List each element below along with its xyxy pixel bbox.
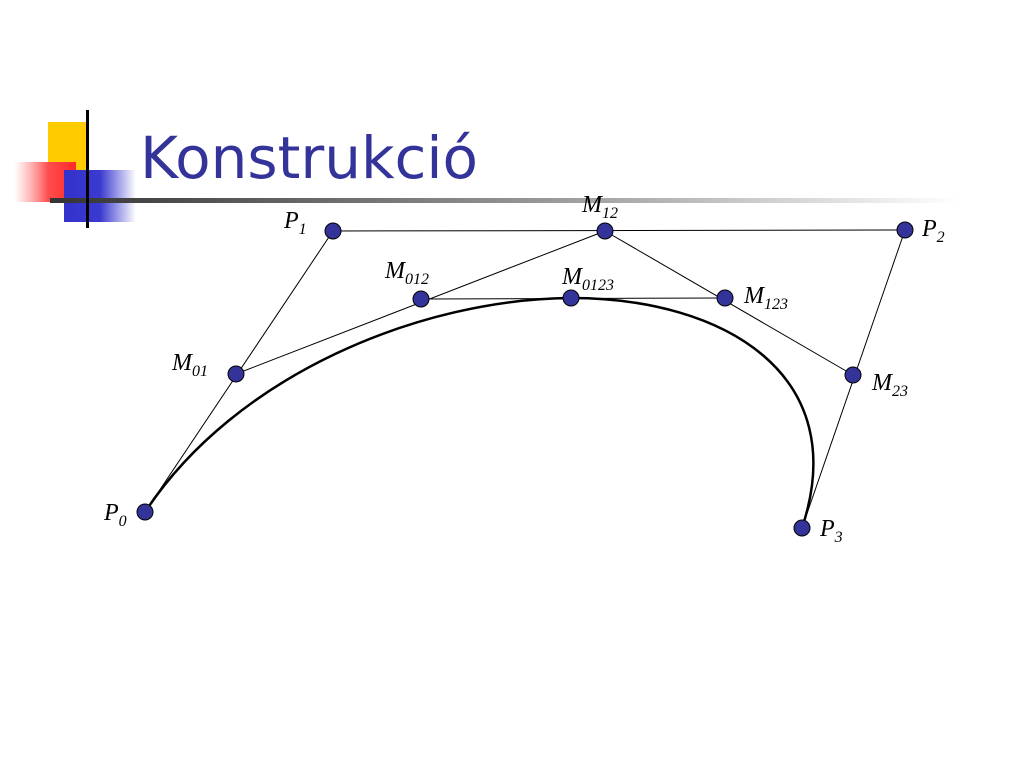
control-points [136,221,914,537]
title-underline [50,198,960,203]
bezier-curve [143,296,815,529]
slide-title: Konstrukció [140,124,479,192]
label-p0: P0 [103,500,127,530]
point-m12 [596,222,614,240]
point-p3 [793,519,811,537]
point-m123 [716,289,734,307]
point-m23 [844,366,862,384]
label-p3: P3 [819,516,843,546]
label-m01: M01 [171,350,208,380]
point-p1 [324,222,342,240]
construction-lines [144,229,906,529]
blue-gradient-square [64,170,136,222]
point-m0123 [562,289,580,307]
label-m0123: M0123 [561,264,614,294]
label-m12: M12 [581,192,618,222]
label-m012: M012 [384,258,429,288]
point-m012 [412,290,430,308]
segment-p1-p2 [332,229,906,232]
label-p1: P1 [283,208,307,238]
label-p2: P2 [921,216,945,246]
point-m01 [227,365,245,383]
label-m123: M123 [743,283,788,313]
vertical-accent-line [86,110,89,228]
point-p2 [896,221,914,239]
label-m23: M23 [871,370,908,400]
point-p0 [136,503,154,521]
